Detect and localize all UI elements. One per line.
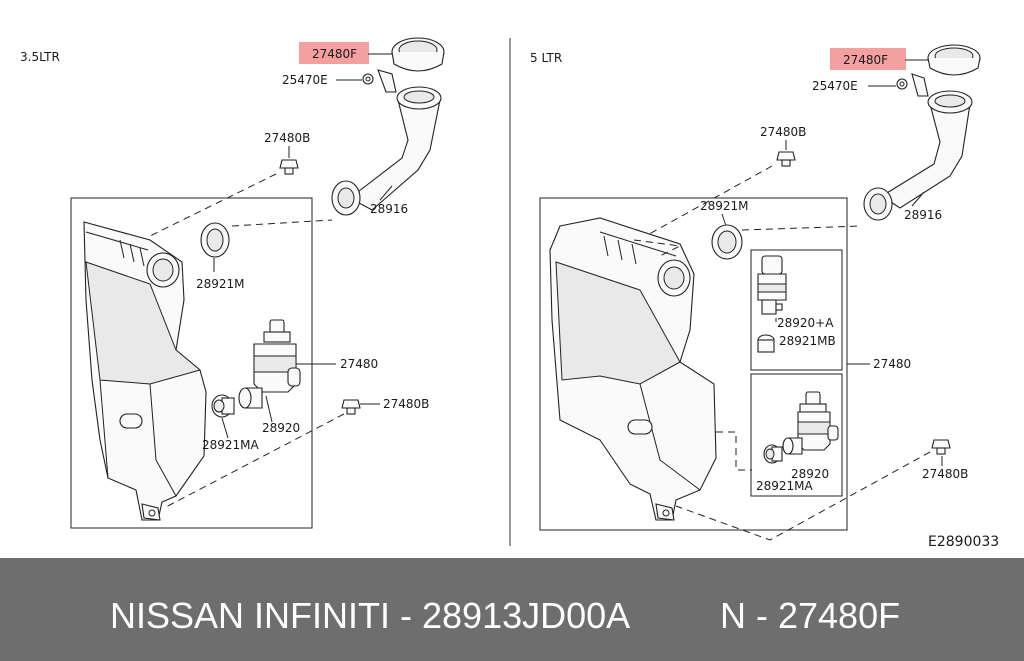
footer-left-text: NISSAN INFINITI - 28913JD00A xyxy=(110,595,630,636)
right-dash-grommet xyxy=(741,225,863,231)
left-grommet xyxy=(200,222,230,258)
left-cap-highlight xyxy=(299,42,369,64)
right-grommet xyxy=(711,224,743,260)
right-label-tank: 27480 xyxy=(873,357,911,371)
right-bolt-top xyxy=(776,151,796,167)
left-pump-seal xyxy=(211,394,235,418)
right-dash-pump xyxy=(716,431,752,471)
left-label-grommet: 28921M xyxy=(196,277,245,291)
right-label-pump-a: 28920+A xyxy=(777,316,834,330)
left-leader-pump-seal xyxy=(221,417,229,439)
left-variant-label: 3.5LTR xyxy=(20,50,60,64)
left-dash-bolt-right xyxy=(163,413,345,509)
left-filler-tube xyxy=(331,69,442,216)
left-label-clip: 25470E xyxy=(282,73,328,87)
left-label-pump-seal: 28921MA xyxy=(202,438,260,452)
right-variant-label: 5 LTR xyxy=(530,51,562,65)
right-dash-bolt-right xyxy=(675,451,931,541)
right-label-seal-b: 28921MB xyxy=(779,334,836,348)
right-inset-a xyxy=(750,249,843,371)
diagram-code: E2890033 xyxy=(928,534,999,550)
right-label-bolt-top: 27480B xyxy=(760,125,806,139)
right-label-grommet: 28921M xyxy=(700,199,749,213)
left-clip xyxy=(362,73,374,85)
left-dash-grommet xyxy=(231,219,333,227)
right-label-pump: 28920 xyxy=(791,467,829,481)
left-panel: 3.5LTR 27480F 25470E 28916 xyxy=(20,37,445,529)
right-seal-b xyxy=(757,334,775,353)
right-filler-tube xyxy=(863,73,973,221)
left-label-cap: 27480F xyxy=(312,47,357,61)
right-label-filler-tube: 28916 xyxy=(904,208,942,222)
right-clip xyxy=(896,78,908,90)
footer-bar xyxy=(0,558,1024,661)
right-label-bolt-right: 27480B xyxy=(922,467,968,481)
left-leader-pump xyxy=(265,395,273,423)
left-filler-cap xyxy=(391,37,445,72)
left-label-pump: 28920 xyxy=(262,421,300,435)
right-panel: 5 LTR 27480F 25470E 28916 27480B xyxy=(530,44,981,541)
left-label-filler-tube: 28916 xyxy=(370,202,408,216)
left-pump xyxy=(238,319,301,409)
left-washer-tank xyxy=(83,221,207,521)
right-pump-seal xyxy=(763,444,783,464)
right-leader-grommet xyxy=(721,213,727,227)
right-pump xyxy=(782,391,839,455)
right-label-cap: 27480F xyxy=(843,53,888,67)
right-dash-bolt-top xyxy=(641,165,773,239)
left-bolt-top xyxy=(279,159,299,175)
left-tank-box xyxy=(70,197,313,529)
right-cap-highlight xyxy=(830,48,906,70)
right-filler-cap xyxy=(927,44,981,76)
right-bolt-right xyxy=(931,439,951,455)
right-label-pump-seal: 28921MA xyxy=(756,479,814,493)
left-leader-filler-tube xyxy=(379,185,393,201)
right-washer-tank xyxy=(549,217,717,521)
footer-right-text: N - 27480F xyxy=(720,595,900,636)
left-label-bolt-top: 27480B xyxy=(264,131,310,145)
left-label-tank: 27480 xyxy=(340,357,378,371)
right-label-clip: 25470E xyxy=(812,79,858,93)
right-pump-a xyxy=(757,255,787,315)
left-bolt-right xyxy=(341,399,361,415)
left-label-bolt-right: 27480B xyxy=(383,397,429,411)
right-inset-b xyxy=(750,373,843,497)
right-leader-filler-tube xyxy=(911,191,925,207)
